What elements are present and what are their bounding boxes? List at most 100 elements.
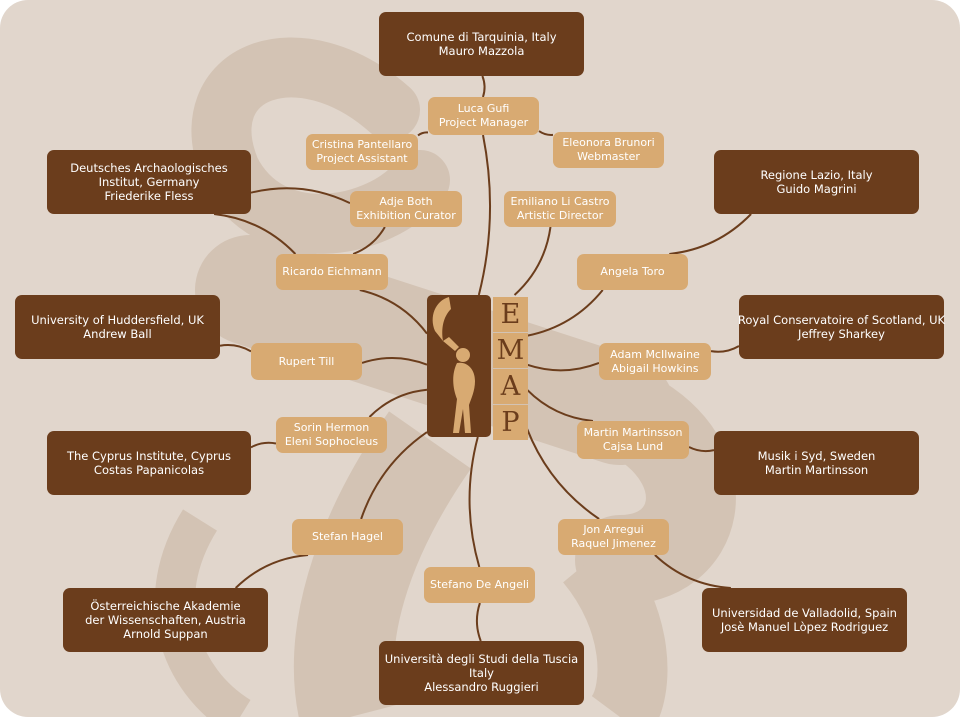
person-eichmann: Ricardo Eichmann (276, 254, 388, 290)
institution-line: The Cyprus Institute, Cyprus (66, 449, 232, 463)
emap-letter-e: E (493, 297, 528, 332)
person-gufi: Luca Gufi Project Manager (428, 97, 539, 135)
connection-line-eichmann-dai (213, 213, 297, 255)
person-line: Project Manager (438, 116, 529, 129)
person-martinsson: Martin Martinsson Cajsa Lund (577, 421, 689, 459)
institution-line: Alessandro Ruggieri (424, 680, 539, 694)
institution-line: Andrew Ball (83, 327, 152, 341)
institution-tarquinia: Comune di Tarquinia, Italy Mauro Mazzola (379, 12, 584, 76)
institution-rcs: Royal Conservatoire of Scotland, UK Jeff… (737, 295, 946, 359)
institution-dai: Deutsches Archaologisches Institut, Germ… (47, 150, 251, 214)
person-line: Cajsa Lund (602, 440, 664, 453)
connection-line-arregui-valladolid (654, 554, 731, 589)
institution-line: Italy (469, 666, 494, 680)
connection-line-eichmann-both (352, 226, 386, 255)
connection-line-emap-mcilwaine (526, 361, 600, 372)
institution-tuscia: Università degli Studi della Tuscia Ital… (379, 641, 584, 705)
person-line: Webmaster (577, 150, 640, 163)
institution-line: Royal Conservatoire of Scotland, UK (737, 313, 946, 327)
institution-line: Arnold Suppan (123, 627, 208, 641)
connection-line-emap-hagel (360, 431, 428, 520)
institution-line: Martin Martinsson (764, 463, 869, 477)
person-toro: Angela Toro (577, 254, 688, 290)
connection-line-hermon-cyprus (250, 441, 277, 449)
person-line: Eleni Sophocleus (284, 435, 379, 448)
connection-line-till-huddersfield (219, 344, 252, 353)
institution-line: Institut, Germany (98, 175, 200, 189)
person-line: Ricardo Eichmann (282, 265, 382, 278)
institution-line: Deutsches Archaologisches (70, 161, 228, 175)
person-line: Cristina Pantellaro (311, 138, 413, 151)
person-line: Luca Gufi (457, 102, 510, 115)
person-line: Martin Martinsson (583, 426, 683, 439)
institution-line: University of Huddersfield, UK (31, 313, 204, 327)
connection-line-toro-lazio (669, 213, 752, 255)
person-line: Artistic Director (516, 209, 604, 222)
institution-line: Musik i Syd, Sweden (757, 449, 876, 463)
person-both: Adje Both Exhibition Curator (350, 191, 462, 227)
person-line: Stefan Hagel (312, 530, 383, 543)
emap-letter-p: P (493, 405, 528, 440)
institution-line: Friederike Fless (104, 189, 194, 203)
connection-line-hagel-oeaw (234, 554, 309, 589)
person-hagel: Stefan Hagel (292, 519, 403, 555)
connection-line-emap-arregui (526, 428, 600, 520)
institution-oeaw: Österreichische Akademie der Wissenschaf… (63, 588, 268, 652)
emap-logo (427, 295, 491, 437)
person-till: Rupert Till (251, 343, 362, 380)
institution-line: Regione Lazio, Italy (760, 168, 873, 182)
connection-line-gufi-pantellaro (417, 131, 429, 137)
connection-line-emap-martinsson (526, 389, 594, 422)
person-line: Exhibition Curator (356, 209, 456, 222)
institution-line: Costas Papanicolas (93, 463, 205, 477)
institution-line: Comune di Tarquinia, Italy (406, 30, 557, 44)
person-line: Rupert Till (278, 354, 335, 368)
institution-lazio: Regione Lazio, Italy Guido Magrini (714, 150, 919, 214)
person-line: Abigail Howkins (611, 361, 699, 375)
person-line: Project Assistant (316, 152, 408, 165)
connection-line-mcilwaine-rcs (710, 345, 740, 353)
connection-line-emap-hermon (368, 388, 428, 418)
person-line: Adje Both (379, 195, 433, 208)
institution-line: Josè Manuel Lòpez Rodriguez (720, 620, 889, 634)
person-line: Emiliano Li Castro (510, 195, 610, 208)
emap-letter-a: A (493, 369, 528, 404)
person-line: Eleonora Brunori (562, 136, 655, 149)
institution-line: Università degli Studi della Tuscia (384, 652, 579, 666)
person-line: Angela Toro (600, 265, 665, 278)
institution-line: Jeffrey Sharkey (798, 327, 885, 341)
connection-line-emap-toro (526, 289, 604, 337)
institution-line: Universidad de Valladolid, Spain (712, 606, 897, 620)
person-line: Jon Arregui (583, 523, 644, 536)
person-deangeli: Stefano De Angeli (424, 567, 535, 603)
connection-line-martinsson-musik (688, 446, 715, 453)
person-line: Adam McIlwaine (610, 347, 700, 361)
person-arregui: Jon Arregui Raquel Jimenez (558, 519, 669, 555)
connection-line-deangeli-tuscia (475, 602, 482, 642)
institution-line: Guido Magrini (776, 182, 857, 196)
connection-line-emap-eichmann (359, 289, 428, 335)
institution-huddersfield: University of Huddersfield, UK Andrew Ba… (15, 295, 220, 359)
person-line: Sorin Hermon (293, 421, 370, 434)
person-hermon: Sorin Hermon Eleni Sophocleus (276, 417, 387, 453)
connection-line-gufi-brunori (538, 130, 554, 136)
connection-line-both-dai (250, 187, 351, 205)
institution-valladolid: Universidad de Valladolid, Spain Josè Ma… (702, 588, 907, 652)
connection-line-emap-licastro (513, 226, 552, 296)
connection-line-emap-gufi (477, 134, 492, 296)
person-line: Stefano De Angeli (430, 578, 529, 591)
institution-line: Österreichische Akademie (90, 599, 241, 613)
institution-cyprus: The Cyprus Institute, Cyprus Costas Papa… (47, 431, 251, 495)
institution-line: der Wissenschaften, Austria (85, 613, 246, 627)
connection-line-emap-till (361, 356, 428, 366)
connection-line-gufi-tarquinia (481, 75, 486, 98)
person-brunori: Eleonora Brunori Webmaster (553, 132, 664, 168)
institution-line: Mauro Mazzola (438, 44, 525, 58)
person-line: Raquel Jimenez (571, 537, 656, 550)
institution-musik: Musik i Syd, Sweden Martin Martinsson (714, 431, 919, 495)
connection-line-emap-deangeli (468, 436, 481, 568)
person-pantellaro: Cristina Pantellaro Project Assistant (306, 134, 418, 170)
